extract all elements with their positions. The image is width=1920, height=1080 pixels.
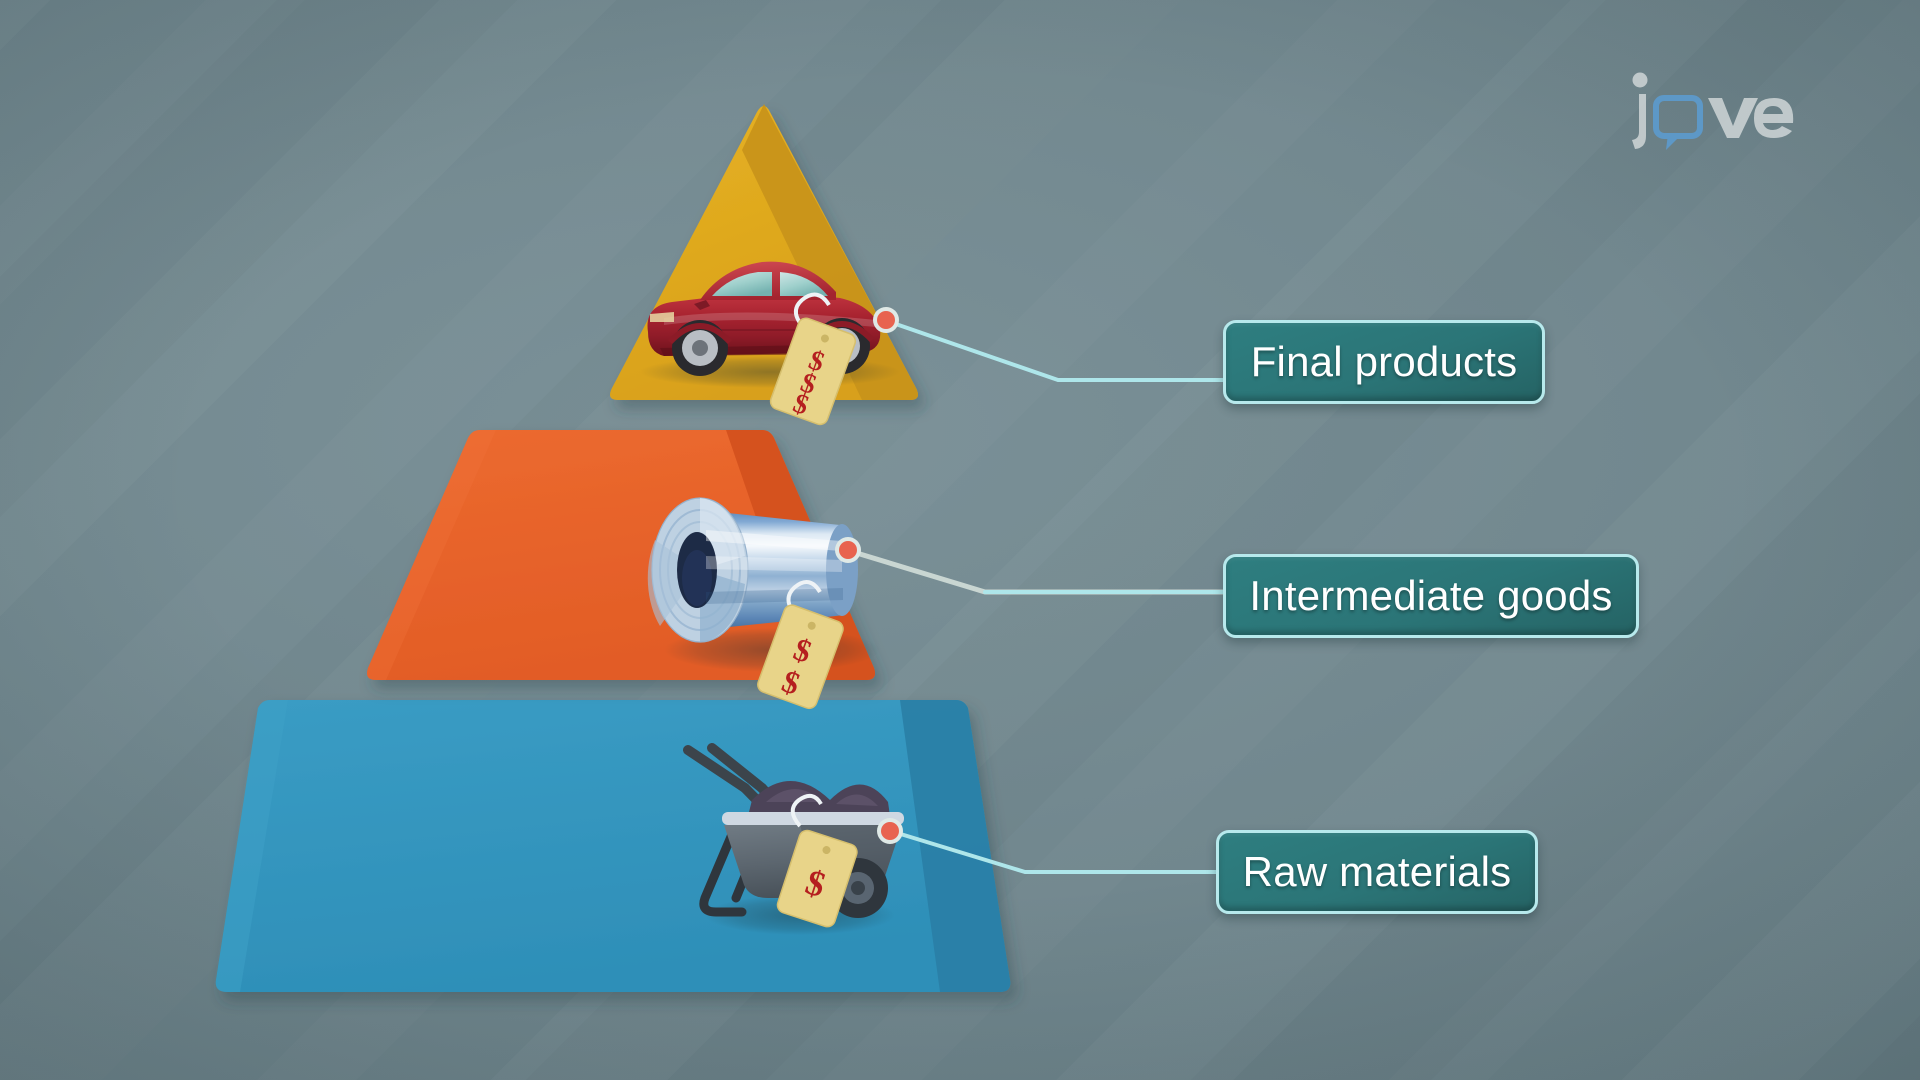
- label-intermediate-goods-text: Intermediate goods: [1249, 572, 1613, 619]
- price-tag-raw-materials: $: [776, 793, 858, 928]
- price-tag-intermediate-goods: $ $: [757, 580, 844, 710]
- jove-logo[interactable]: [1626, 70, 1806, 150]
- pyramid-tier-final-products[interactable]: [610, 104, 918, 400]
- label-raw-materials-text: Raw materials: [1242, 848, 1512, 895]
- raw-materials-highlight: [215, 700, 288, 992]
- logo-speech-bubble-o: [1653, 95, 1703, 150]
- logo-letter-j: [1632, 94, 1646, 149]
- intermediate-goods-highlight: [367, 430, 496, 680]
- label-raw-materials[interactable]: Raw materials: [1216, 830, 1538, 914]
- logo-letter-v: [1708, 98, 1758, 138]
- logo-letter-e: [1754, 98, 1794, 138]
- label-intermediate-goods[interactable]: Intermediate goods: [1223, 554, 1639, 638]
- label-final-products[interactable]: Final products: [1223, 320, 1545, 404]
- steel-coil-icon: [647, 497, 880, 672]
- label-final-products-text: Final products: [1250, 338, 1518, 385]
- price-tag-final-products: $ $ $: [769, 292, 857, 426]
- logo-j-dot: [1632, 72, 1648, 88]
